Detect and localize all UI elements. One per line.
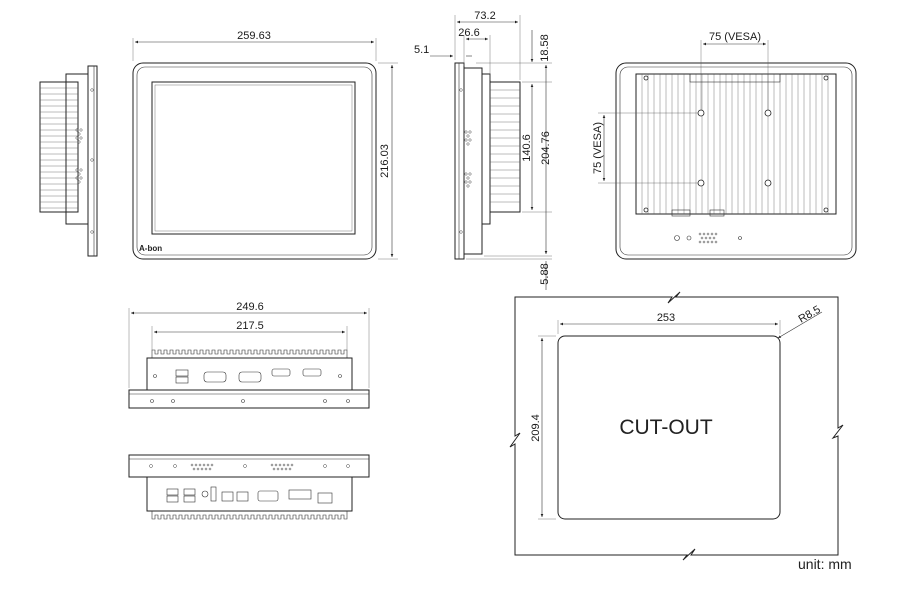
- front-height-dimension: 216.03: [379, 144, 391, 178]
- unit-label: unit: mm: [798, 556, 852, 572]
- bottom-io-view: [128, 454, 370, 520]
- brand-logo: A-bon: [139, 244, 162, 253]
- top-outer-width-dimension: 249.6: [236, 301, 264, 313]
- side-profile-view: 73.2 26.6 5.1 18.58 140.6 204.76 5.88: [414, 10, 552, 290]
- rear-view: 75 (VESA) 75 (VESA): [592, 31, 857, 260]
- front-width-dimension: 259.63: [237, 30, 271, 42]
- side-bottom-offset-dimension: 5.88: [539, 263, 551, 284]
- front-view: A-bon 259.63 216.03: [132, 30, 398, 260]
- rear-vesa-horizontal-dimension: 75 (VESA): [709, 31, 761, 43]
- side-depth-inner-dimension: 26.6: [458, 27, 479, 39]
- cutout-radius-dimension: R8.5: [797, 304, 823, 326]
- cutout-view: CUT-OUT 253 209.4 R8.5: [509, 291, 844, 561]
- side-bezel-dimension: 5.1: [414, 44, 429, 56]
- side-vesa-height-dimension: 140.6: [521, 134, 533, 162]
- top-inner-width-dimension: 217.5: [236, 320, 264, 332]
- cutout-width-dimension: 253: [657, 312, 675, 324]
- side-body-height-dimension: 204.76: [540, 131, 552, 165]
- cutout-height-dimension: 209.4: [530, 414, 542, 442]
- cutout-label: CUT-OUT: [619, 416, 712, 439]
- left-side-view: [39, 65, 98, 257]
- rear-vesa-vertical-dimension: 75 (VESA): [592, 122, 604, 174]
- top-io-view: 249.6 217.5: [128, 301, 370, 409]
- side-depth-total-dimension: 73.2: [474, 10, 495, 22]
- side-top-offset-dimension: 18.58: [539, 34, 551, 62]
